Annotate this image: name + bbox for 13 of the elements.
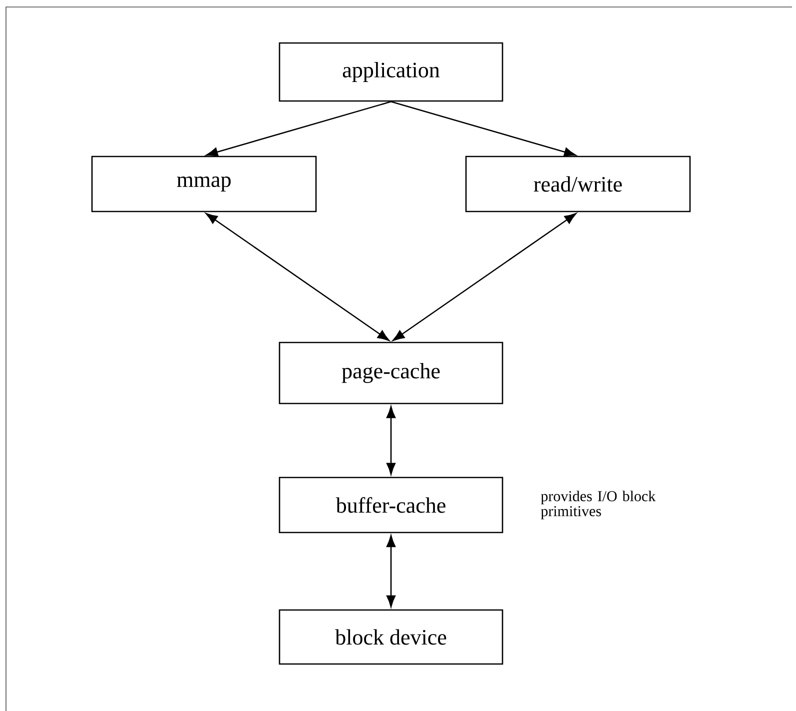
process-box: block device [278,609,504,665]
note-text: provides I/O block primitives [540,490,656,520]
process-box: page-cache [278,342,504,404]
arrow [392,213,576,341]
process-box: buffer-cache [278,476,504,534]
arrow [386,535,396,608]
process-box: read/write [465,156,691,212]
arrow [206,101,392,157]
process-box: mmap [91,156,317,212]
arrow [390,101,576,157]
arrow [206,213,390,341]
process-box: application [278,42,504,102]
arrow [386,406,396,475]
